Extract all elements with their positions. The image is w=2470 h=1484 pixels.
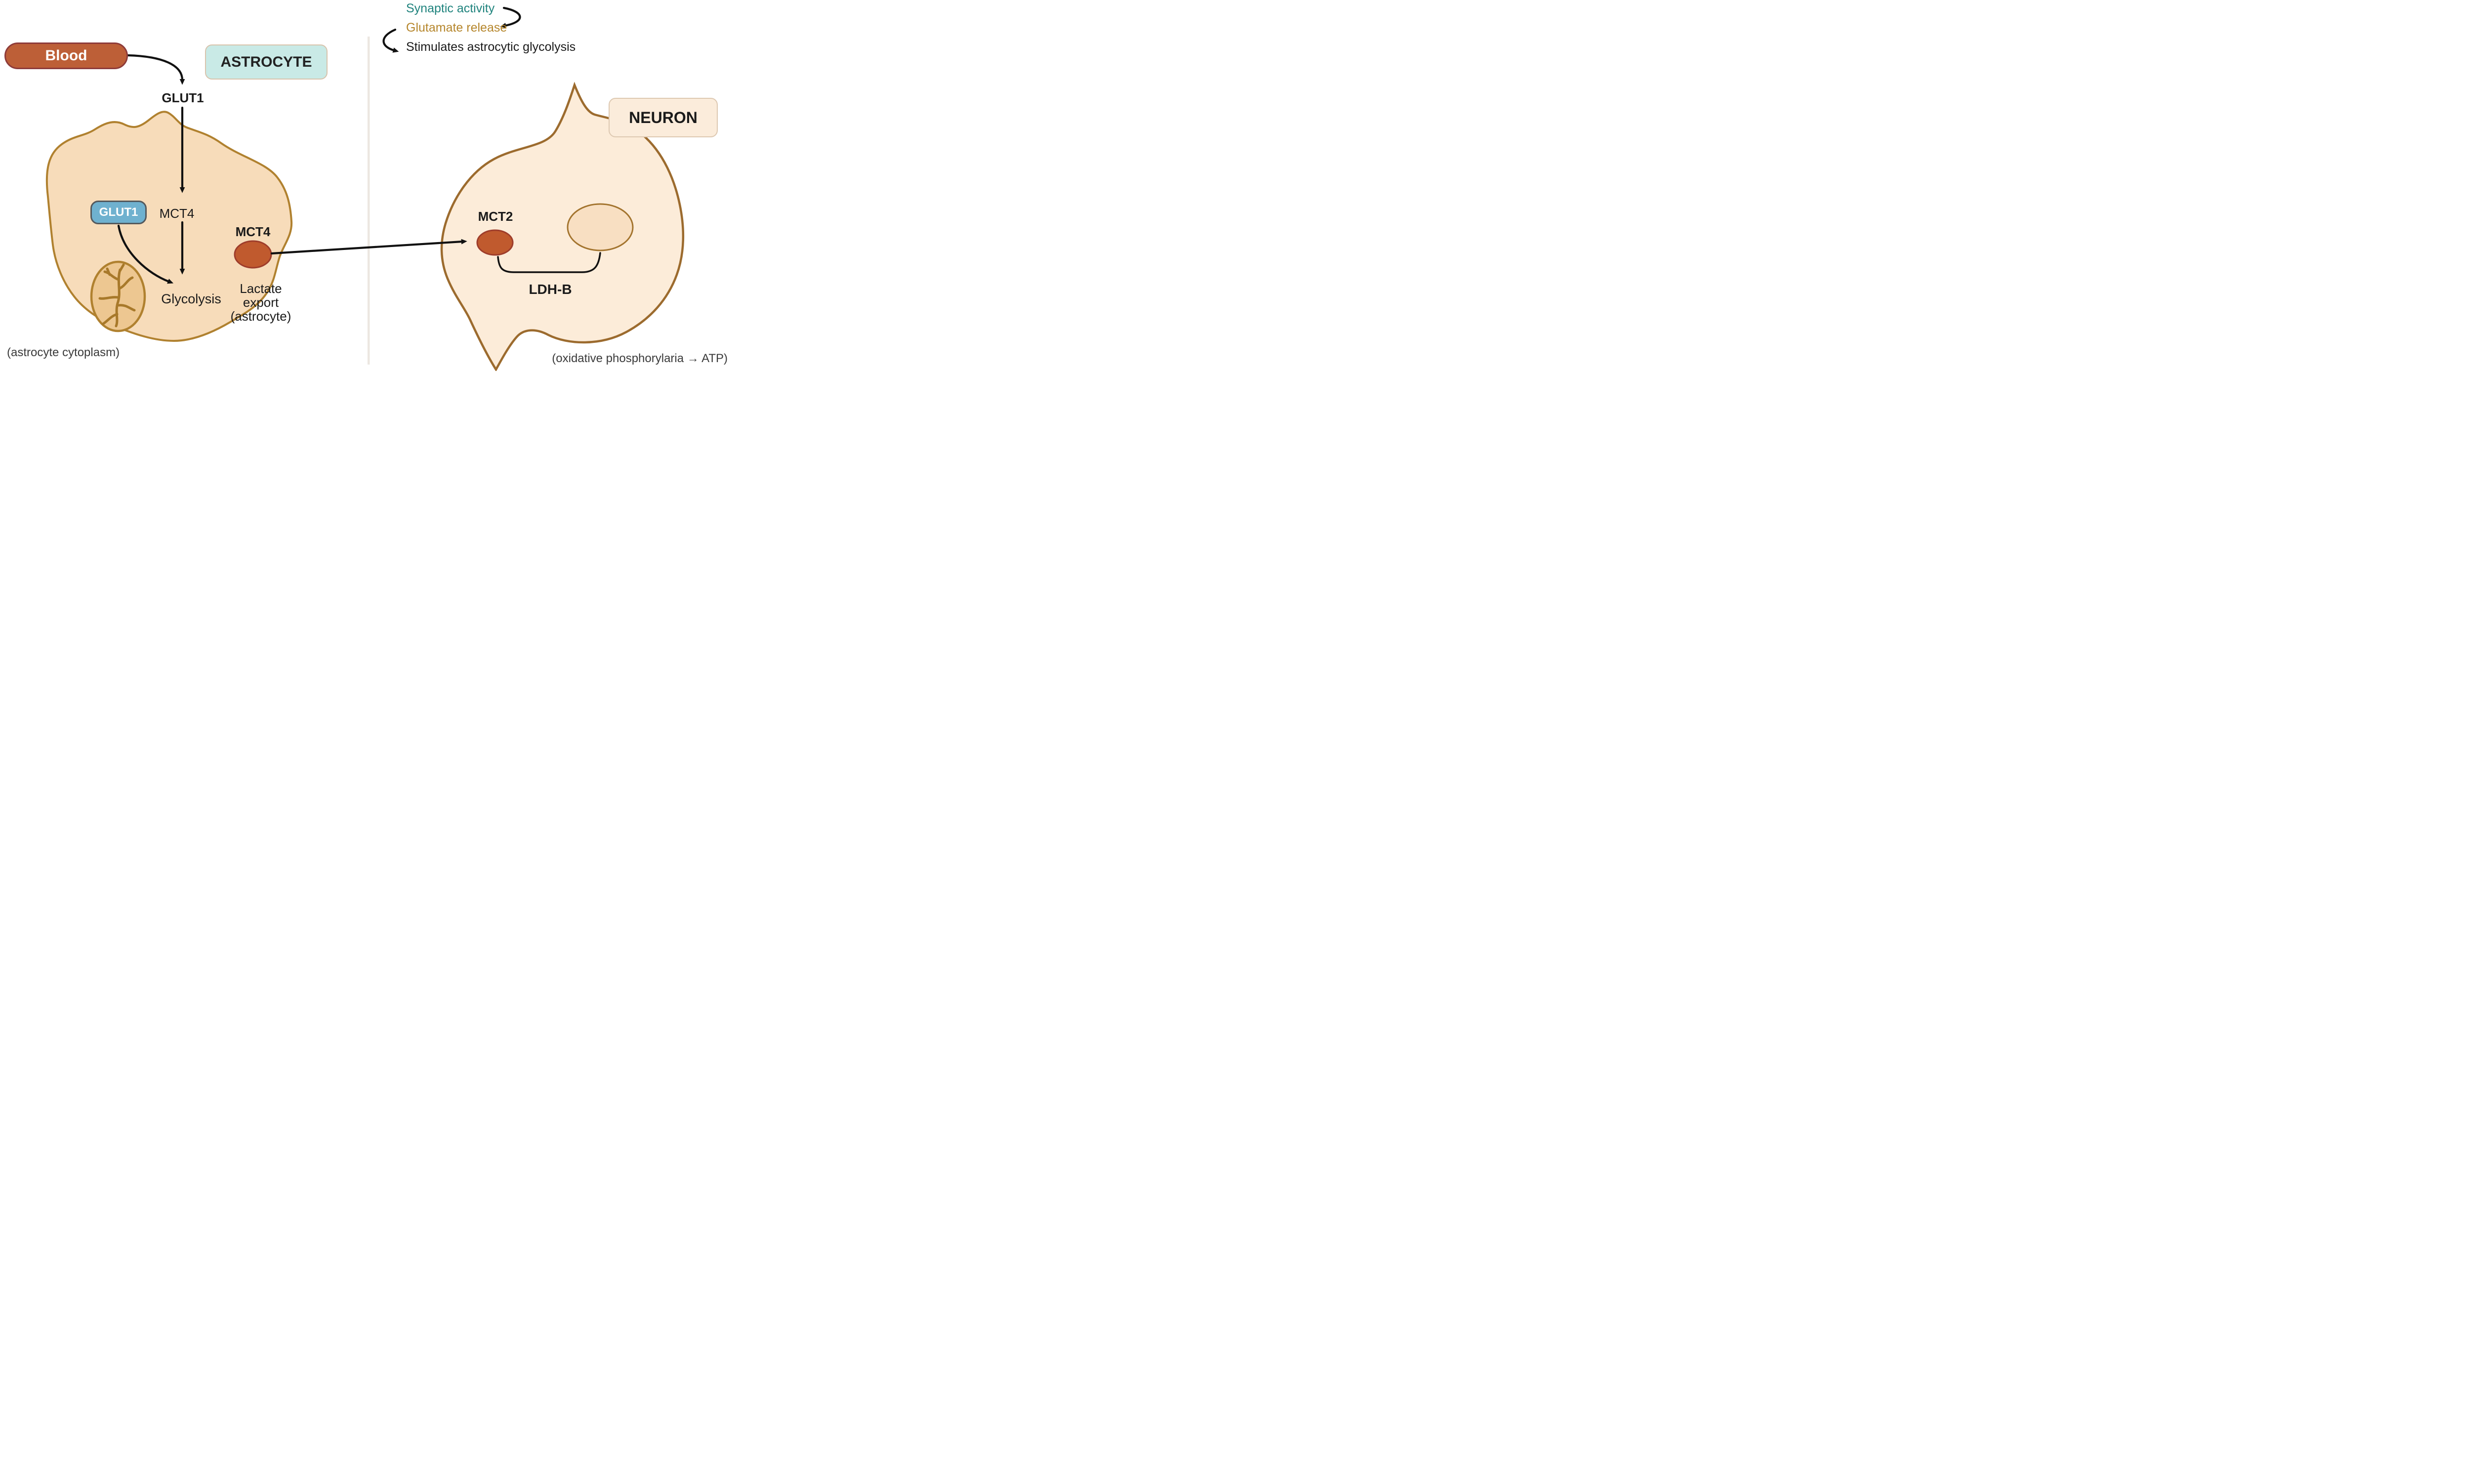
blood-label: Blood (45, 47, 87, 64)
mct4-inner-label: MCT4 (159, 206, 195, 221)
neuron-title: NEURON (629, 108, 698, 126)
lactate-export-line2: export (243, 295, 279, 310)
neuron-cell-shape (440, 82, 685, 371)
nucleus-icon (567, 203, 634, 251)
lactate-shuttle-arrow (270, 239, 467, 255)
mct4-transporter-oval (234, 240, 272, 269)
mitochondrion-icon (90, 260, 146, 332)
divider (368, 37, 370, 365)
lactate-export-caption: Lactate export (astrocyte) (221, 282, 300, 323)
glutamate-to-stimulates-arrow (382, 28, 399, 53)
diagram-canvas: Synaptic activity Glutamate release Stim… (0, 0, 730, 371)
neuron-title-box: NEURON (609, 98, 718, 137)
glut1-badge-label: GLUT1 (99, 206, 138, 219)
diagram-shapes (45, 6, 685, 371)
astrocyte-title: ASTROCYTE (220, 53, 312, 70)
glut1-membrane-label: GLUT1 (162, 90, 204, 105)
ldhb-bracket (497, 252, 601, 273)
synaptic-to-glutamate-arrow (500, 6, 521, 28)
glycolysis-label: Glycolysis (161, 291, 221, 306)
oxphos-caption: (oxidative phosphorylaria → ATP) (552, 352, 728, 365)
synaptic-activity-text: Synaptic activity (406, 1, 495, 15)
mct2-label: MCT2 (478, 209, 513, 224)
blood-to-glut1-arrow (126, 54, 185, 85)
glut1-badge: GLUT1 (90, 201, 147, 224)
mct4-membrane-label: MCT4 (235, 224, 271, 239)
glut1-badge-to-glycolysis-arrow (117, 224, 174, 284)
astrocyte-cytoplasm-caption: (astrocyte cytoplasm) (7, 346, 120, 359)
ldhb-label: LDH-B (529, 282, 572, 297)
mct2-transporter-oval (476, 229, 514, 256)
glutamate-release-text: Glutamate release (406, 21, 507, 35)
blood-pill: Blood (4, 42, 128, 69)
lactate-export-line3: (astrocyte) (230, 309, 291, 324)
astrocyte-title-box: ASTROCYTE (205, 44, 328, 80)
lactate-export-line1: Lactate (240, 281, 282, 296)
stimulates-glycolysis-text: Stimulates astrocytic glycolysis (406, 40, 576, 54)
